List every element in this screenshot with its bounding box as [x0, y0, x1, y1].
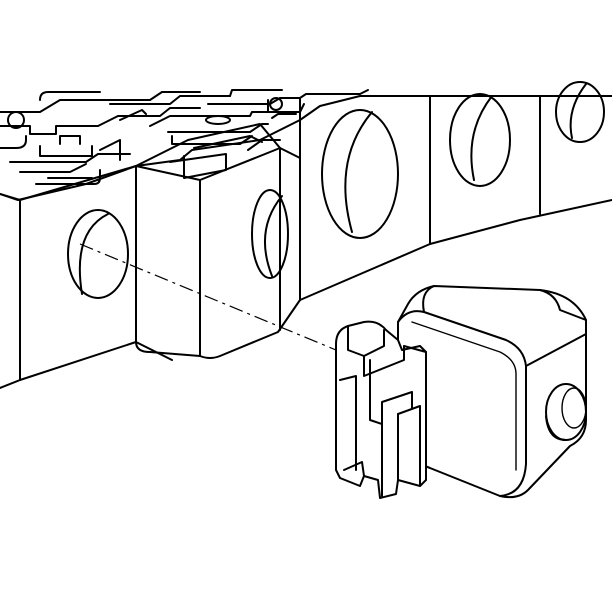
bore-alignment-line	[79, 243, 337, 351]
valve-body-center-block	[135, 147, 301, 181]
valve-body-top-edge	[0, 95, 601, 201]
valve-body	[0, 81, 612, 389]
valve-body-right-rail	[299, 199, 612, 301]
valve-body-bores	[67, 81, 605, 299]
valve-body-left-block	[0, 193, 21, 389]
solenoid	[335, 285, 587, 499]
